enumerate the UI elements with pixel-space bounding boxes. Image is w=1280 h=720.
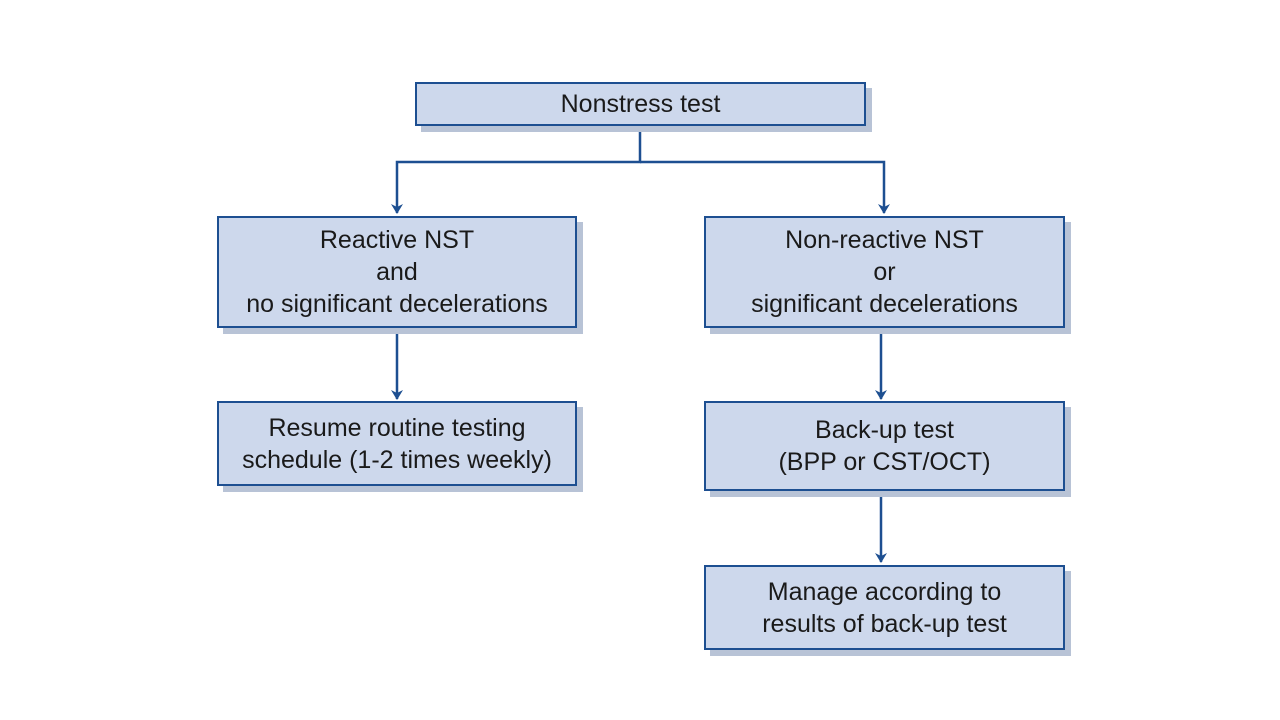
node-label: Nonstress test bbox=[560, 90, 721, 118]
edge-nonstress-to-nonreactive bbox=[640, 160, 890, 214]
node-label: Back-up test (BPP or CST/OCT) bbox=[778, 416, 991, 476]
edge-nonstress-to-reactive bbox=[391, 126, 642, 214]
node-nonreactive-nst: Non-reactive NST or significant decelera… bbox=[704, 216, 1065, 328]
node-reactive-nst: Reactive NST and no significant decelera… bbox=[217, 216, 577, 328]
node-label: Non-reactive NST or significant decelera… bbox=[751, 226, 1018, 318]
node-manage-results: Manage according to results of back-up t… bbox=[704, 565, 1065, 650]
connector-arrow bbox=[391, 126, 642, 214]
node-backup-test: Back-up test (BPP or CST/OCT) bbox=[704, 401, 1065, 491]
node-nonstress-test: Nonstress test bbox=[415, 82, 866, 126]
node-label: Reactive NST and no significant decelera… bbox=[246, 226, 548, 318]
node-label: Manage according to results of back-up t… bbox=[762, 577, 1007, 638]
connector-arrow bbox=[640, 160, 890, 214]
node-label: Resume routine testing schedule (1-2 tim… bbox=[242, 413, 552, 474]
node-resume-routine-testing: Resume routine testing schedule (1-2 tim… bbox=[217, 401, 577, 486]
